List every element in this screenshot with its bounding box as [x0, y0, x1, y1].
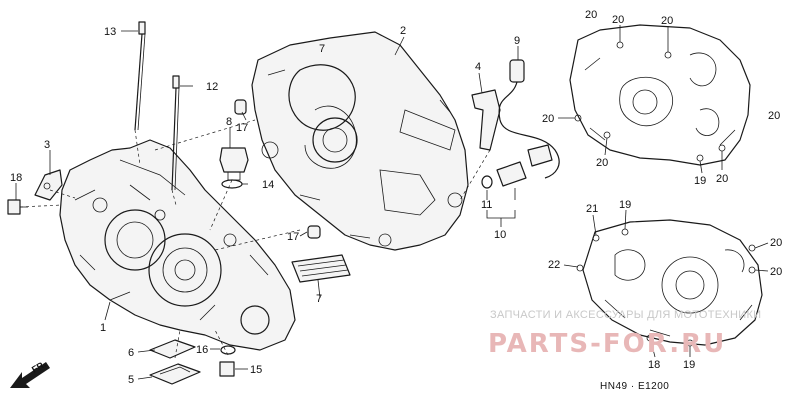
callout-7-case: 7: [319, 43, 325, 55]
alignment-lines: [19, 119, 491, 359]
callout-labels: 13 12 3 18 1 2 8 17 14 17 7 7 6 5 16 15 …: [10, 9, 782, 386]
left-crankcase-part: [59, 139, 296, 351]
callout-22: 22: [548, 259, 560, 271]
watermark-tagline: ЗАПЧАСТИ И АКСЕССУАРЫ ДЛЯ МОТОТЕХНИКИ: [490, 309, 761, 321]
callout-19-a: 19: [694, 175, 706, 187]
callout-3: 3: [44, 139, 50, 151]
stud-bolt-13-part: [134, 21, 146, 131]
gasket-upper-part: [569, 24, 751, 166]
watermark: ЗАПЧАСТИ И АКСЕССУАРЫ ДЛЯ МОТОТЕХНИКИ PA…: [488, 309, 761, 359]
callout-20-d: 20: [542, 113, 554, 125]
callout-5: 5: [128, 374, 134, 386]
callout-20-h: 20: [770, 237, 782, 249]
sensor-9-part: [498, 59, 560, 179]
sensor-bracket-4-part: [471, 89, 501, 151]
callout-17-lower: 17: [287, 231, 299, 243]
callout-1: 1: [100, 322, 106, 334]
front-direction-label: FR.: [30, 359, 48, 375]
callout-13: 13: [104, 26, 116, 38]
sensor-10-part: [481, 144, 553, 189]
drain-bolt-15-part: [219, 361, 235, 377]
front-direction-arrow-icon: FR.: [10, 359, 50, 388]
callout-4: 4: [475, 61, 481, 73]
right-crankcase-part: [251, 31, 469, 251]
callout-20-g: 20: [716, 173, 728, 185]
gasket-lower-part: [576, 219, 763, 347]
callout-9: 9: [514, 35, 520, 47]
stud-bolt-12-part: [171, 75, 180, 191]
callout-12: 12: [206, 81, 218, 93]
strainer-7-part: [291, 254, 351, 283]
callout-10: 10: [494, 229, 506, 241]
watermark-logo: PARTS-FOR.RU: [488, 329, 726, 359]
bolt-18-part: [7, 199, 28, 215]
diagram-code: HN49 · E1200: [600, 381, 669, 392]
o-ring-14-part: [221, 179, 243, 189]
leader-lines: [15, 25, 769, 380]
callout-18-right: 18: [648, 359, 660, 371]
callout-20-f: 20: [596, 157, 608, 169]
bracket-3-part: [34, 169, 63, 201]
callout-2: 2: [400, 25, 406, 37]
callout-20-i: 20: [770, 266, 782, 278]
dowel-17-part: [234, 99, 247, 115]
callout-20-c: 20: [661, 15, 673, 27]
callout-17-upper: 17: [236, 122, 248, 134]
callout-18-left: 18: [10, 172, 22, 184]
callout-16: 16: [196, 344, 208, 356]
callout-19-c: 19: [683, 359, 695, 371]
oil-filler-cap-8-part: [219, 147, 249, 181]
callout-21: 21: [586, 203, 598, 215]
callout-7-strainer: 7: [316, 293, 322, 305]
callout-14: 14: [262, 179, 274, 191]
callout-19-b: 19: [619, 199, 631, 211]
callout-20-a: 20: [585, 9, 597, 21]
callout-8: 8: [226, 116, 232, 128]
dowel-17b-part: [307, 225, 321, 239]
plate-6-part: [149, 339, 196, 359]
washer-16-part: [220, 345, 236, 355]
callout-15: 15: [250, 364, 262, 376]
callout-6: 6: [128, 347, 134, 359]
callout-20-b: 20: [612, 14, 624, 26]
callout-20-e: 20: [768, 110, 780, 122]
callout-11: 11: [481, 199, 492, 211]
plate-5-part: [149, 363, 201, 385]
